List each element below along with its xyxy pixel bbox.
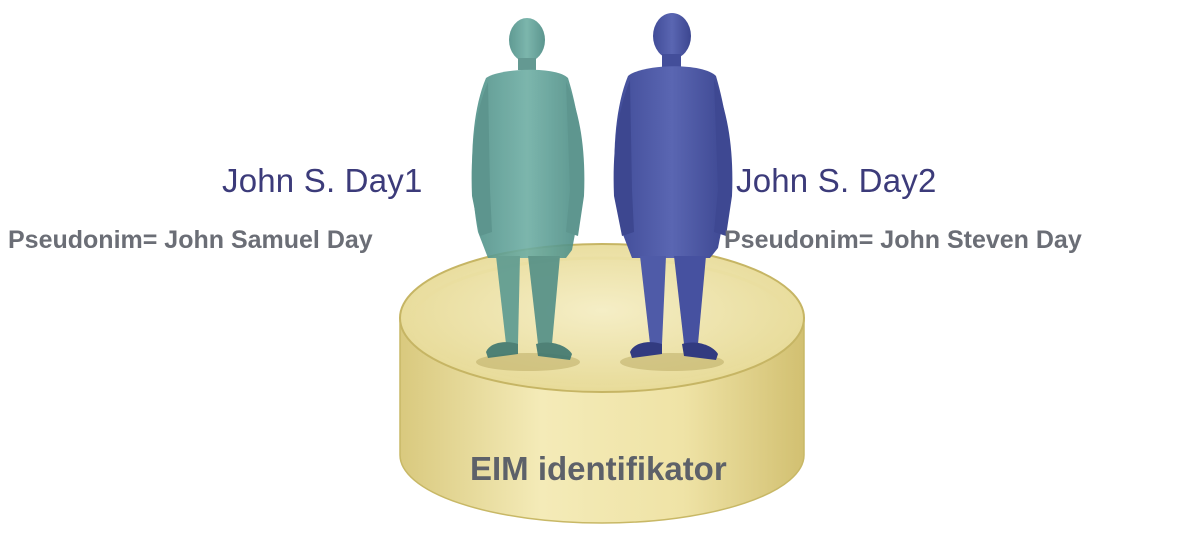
person1-name: John S. Day1 bbox=[222, 162, 423, 199]
person2-alias: Pseudonim= John Steven Day bbox=[724, 226, 1082, 254]
cylinder-top-inner-shadow bbox=[410, 256, 794, 388]
eim-identifier-label: EIM identifikator bbox=[470, 450, 727, 487]
person2-silhouette-icon bbox=[613, 13, 733, 360]
person1-alias: Pseudonim= John Samuel Day bbox=[8, 226, 373, 254]
person1-silhouette-icon bbox=[471, 18, 585, 360]
person2-name: John S. Day2 bbox=[736, 162, 937, 199]
cylinder-top bbox=[399, 243, 805, 393]
